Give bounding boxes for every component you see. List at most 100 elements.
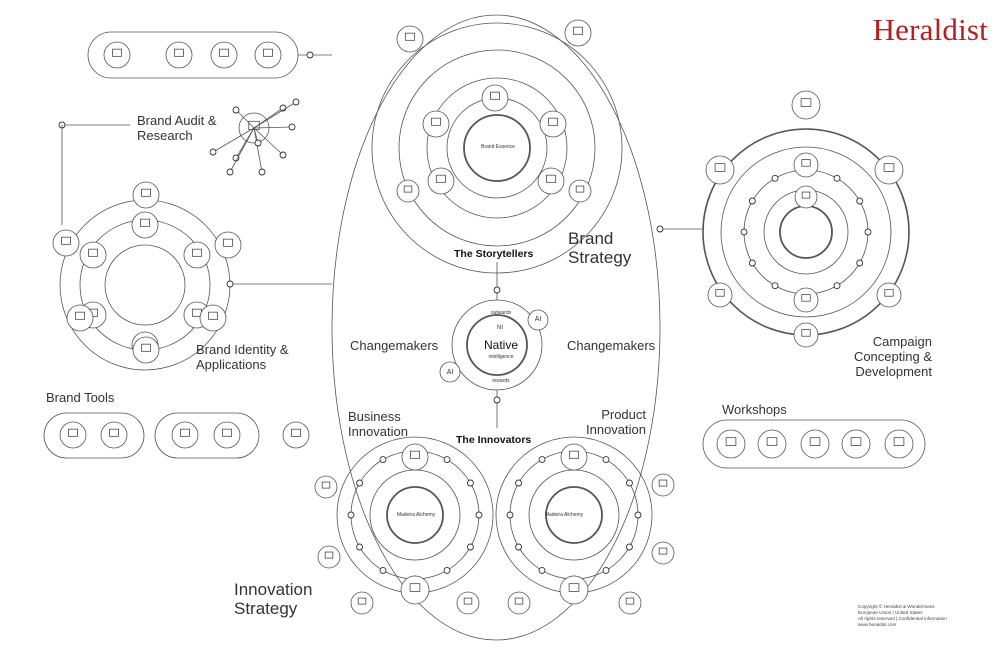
hub-top-dot[interactable] <box>493 286 501 294</box>
brand-tools-1-b[interactable] <box>100 421 128 449</box>
brand-strategy-inner-bottom-right-node[interactable] <box>537 167 565 195</box>
brand-tools-2-a[interactable] <box>171 421 199 449</box>
identity-inner-node-1[interactable] <box>131 211 159 239</box>
audit-tool-3[interactable] <box>210 41 238 69</box>
product-orbit-dot-5[interactable] <box>538 566 546 574</box>
campaign-inner-bottom-node[interactable] <box>793 287 819 313</box>
audit-network-node-7[interactable] <box>258 168 266 176</box>
campaign-orbit-dot-3[interactable] <box>833 282 841 290</box>
identity-left-node[interactable] <box>52 229 80 257</box>
identity-bottom-left-node[interactable] <box>66 304 94 332</box>
campaign-right-node[interactable] <box>874 155 904 185</box>
audit-network-node-2[interactable] <box>232 154 240 162</box>
brand-strategy-inner-right-node[interactable] <box>539 110 567 138</box>
audit-network-node-1[interactable] <box>232 106 240 114</box>
campaign-orbit-dot-1[interactable] <box>864 228 872 236</box>
identity-inner-node-6[interactable] <box>79 241 107 269</box>
audit-tool-2[interactable] <box>165 41 193 69</box>
product-orbit-dot-6[interactable] <box>515 543 523 551</box>
business-bottom-node-1[interactable] <box>350 591 374 615</box>
business-orbit-dot-9[interactable] <box>379 456 387 464</box>
campaign-orbit-dot-11[interactable] <box>833 174 841 182</box>
brand-strategy-top-left-node[interactable] <box>396 25 424 53</box>
product-bottom-arrow-node[interactable] <box>559 575 589 605</box>
workshop-3[interactable] <box>800 429 830 459</box>
product-right-node-2[interactable] <box>651 541 675 565</box>
campaign-top-node[interactable] <box>791 90 821 120</box>
product-orbit-dot-3[interactable] <box>602 566 610 574</box>
campaign-orbit-dot-8[interactable] <box>748 197 756 205</box>
identity-bottom-node[interactable] <box>132 336 160 364</box>
audit-network-node-5[interactable] <box>292 98 300 106</box>
audit-tool-4[interactable] <box>254 41 282 69</box>
business-top-node[interactable] <box>401 443 429 471</box>
brand-strategy-inner-left-node[interactable] <box>422 110 450 138</box>
business-orbit-dot-2[interactable] <box>466 543 474 551</box>
audit-network-node-8[interactable] <box>226 168 234 176</box>
audit-network-node-4[interactable] <box>288 123 296 131</box>
product-orbit-dot-12[interactable] <box>625 479 633 487</box>
audit-network-node-9[interactable] <box>209 148 217 156</box>
business-orbit-dot-3[interactable] <box>443 566 451 574</box>
business-orbit-dot-11[interactable] <box>443 456 451 464</box>
campaign-inner-bottom-node-2[interactable] <box>793 322 819 348</box>
campaign-orbit-dot-12[interactable] <box>856 197 864 205</box>
identity-right-node[interactable] <box>214 231 242 259</box>
product-right-node-1[interactable] <box>651 473 675 497</box>
product-orbit-dot-7[interactable] <box>506 511 514 519</box>
business-orbit-dot-7[interactable] <box>347 511 355 519</box>
product-bottom-node-1[interactable] <box>507 591 531 615</box>
identity-inner-node-2[interactable] <box>183 241 211 269</box>
campaign-orbit-dot-6[interactable] <box>748 259 756 267</box>
campaign-inner-top-node[interactable] <box>793 152 819 178</box>
workshop-1[interactable] <box>716 429 746 459</box>
identity-ring-3 <box>104 244 186 326</box>
brand-strategy-inner-bottom-left-node[interactable] <box>427 167 455 195</box>
audit-tool-1[interactable] <box>103 41 131 69</box>
campaign-orbit-dot-9[interactable] <box>771 174 779 182</box>
heraldist-logo[interactable]: Heraldist <box>872 12 988 47</box>
product-orbit-dot-9[interactable] <box>538 456 546 464</box>
product-bottom-node-2[interactable] <box>618 591 642 615</box>
workshop-4[interactable] <box>841 429 871 459</box>
audit-network-node-10[interactable] <box>254 139 262 147</box>
identity-top-node[interactable] <box>132 181 160 209</box>
hub-bottom-dot[interactable] <box>493 396 501 404</box>
campaign-left-node[interactable] <box>705 155 735 185</box>
product-top-node[interactable] <box>560 443 588 471</box>
business-bottom-node-2[interactable] <box>456 591 480 615</box>
brand-tools-1-a[interactable] <box>59 421 87 449</box>
workshop-5[interactable] <box>884 429 914 459</box>
product-orbit-dot-11[interactable] <box>602 456 610 464</box>
campaign-orbit-dot-5[interactable] <box>771 282 779 290</box>
identity-connector-dot[interactable] <box>226 280 234 288</box>
campaign-orbit-dot-7[interactable] <box>740 228 748 236</box>
brand-strategy-outer-bottom-right-node[interactable] <box>568 179 592 203</box>
brand-strategy-inner-top-node[interactable] <box>481 84 509 112</box>
business-bottom-arrow-node[interactable] <box>400 575 430 605</box>
campaign-connector-dot[interactable] <box>656 225 664 233</box>
product-orbit-dot-8[interactable] <box>515 479 523 487</box>
product-orbit-dot-2[interactable] <box>625 543 633 551</box>
business-orbit-dot-12[interactable] <box>466 479 474 487</box>
business-orbit-dot-6[interactable] <box>356 543 364 551</box>
campaign-bottom-right-node[interactable] <box>876 282 902 308</box>
business-orbit-dot-5[interactable] <box>379 566 387 574</box>
product-orbit-dot-1[interactable] <box>634 511 642 519</box>
brand-strategy-outer-bottom-left-node[interactable] <box>396 179 420 203</box>
audit-network-node-6[interactable] <box>279 151 287 159</box>
campaign-inner-top-node-2[interactable] <box>794 185 818 209</box>
identity-bottom-right-node[interactable] <box>199 304 227 332</box>
business-left-node-2[interactable] <box>317 545 341 569</box>
brand-tools-single[interactable] <box>282 421 310 449</box>
brand-strategy-top-right-node[interactable] <box>564 19 592 47</box>
audit-connector-dot[interactable] <box>306 51 314 59</box>
brand-tools-2-b[interactable] <box>213 421 241 449</box>
workshop-2[interactable] <box>757 429 787 459</box>
campaign-bottom-left-node[interactable] <box>707 282 733 308</box>
business-orbit-dot-8[interactable] <box>356 479 364 487</box>
business-orbit-dot-1[interactable] <box>475 511 483 519</box>
business-left-node-1[interactable] <box>314 475 338 499</box>
campaign-orbit-dot-2[interactable] <box>856 259 864 267</box>
copyright-link[interactable]: www.heraldist.com <box>858 622 897 627</box>
